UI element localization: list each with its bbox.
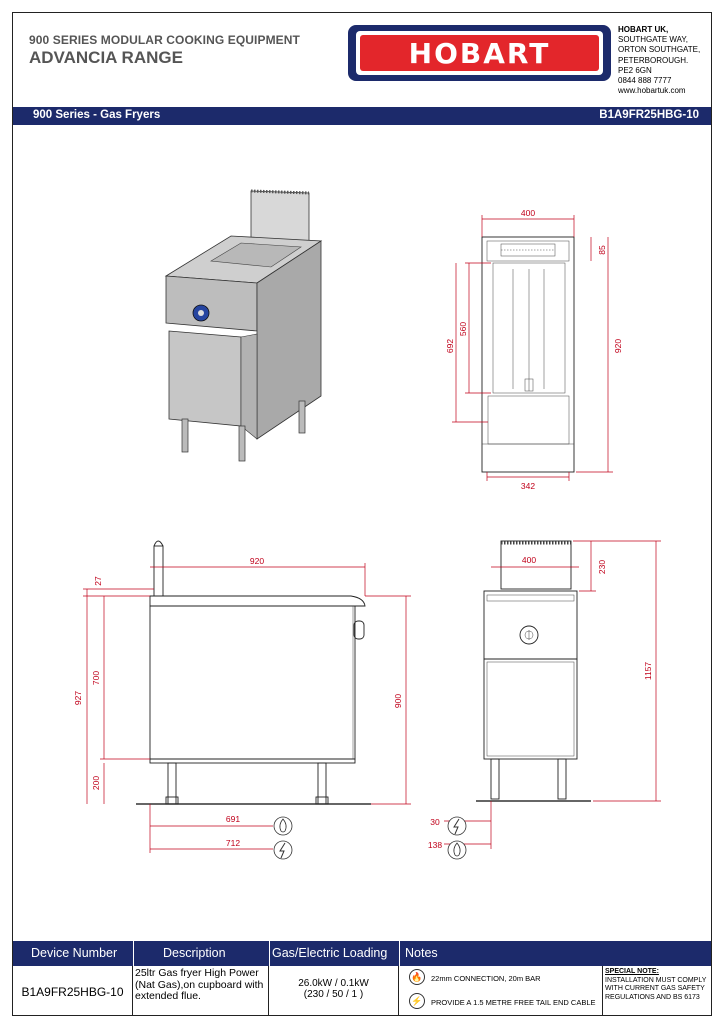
flame-icon [273, 816, 293, 836]
hobart-logo: HOBART [348, 25, 611, 81]
dim-side-width: 920 [250, 556, 264, 566]
special-text: INSTALLATION MUST COMPLY WITH CURRENT GA… [605, 976, 707, 1001]
header-notes: Notes [405, 946, 438, 960]
description-text: 25ltr Gas fryer High Power (Nat Gas),on … [133, 966, 269, 1015]
dim-side-top: 27 [93, 576, 103, 586]
dim-front-width: 400 [522, 555, 536, 565]
address-postcode: PE2 6GN [618, 65, 652, 75]
product-code: B1A9FR25HBG-10 [599, 109, 699, 121]
dim-side-height: 900 [393, 694, 403, 708]
dim-side-elec: 712 [226, 838, 240, 848]
spec-sheet: 900 SERIES MODULAR COOKING EQUIPMENT ADV… [12, 12, 712, 1016]
dim-plan-width: 400 [521, 208, 535, 218]
logo-text: HOBART [408, 36, 551, 70]
flame-icon: 🔥 [409, 969, 425, 985]
address-line: ORTON SOUTHGATE, [618, 45, 701, 55]
table-header: Device Number Description Gas/Electric L… [13, 941, 711, 966]
address-web: www.hobartuk.com [618, 86, 686, 96]
dim-front-gas: 138 [428, 840, 442, 850]
front-view: 400 230 1157 30 138 [428, 540, 661, 860]
dim-plan-bottom-width: 342 [521, 481, 535, 491]
dim-plan-inner: 560 [458, 322, 468, 336]
lightning-icon [273, 840, 293, 860]
company-address: HOBART UK, SOUTHGATE WAY, ORTON SOUTHGAT… [618, 25, 710, 96]
dim-front-elec: 30 [430, 817, 440, 827]
company-name: HOBART UK, [618, 25, 669, 34]
flame-icon [447, 840, 467, 860]
loading-power: 26.0kW / 0.1kW [298, 978, 369, 989]
address-phone: 0844 888 7777 [618, 76, 672, 86]
address-line: PETERBOROUGH. [618, 55, 689, 65]
dim-plan-depth-top: 85 [597, 245, 607, 255]
dim-side-total: 927 [73, 691, 83, 705]
dim-front-total: 1157 [643, 662, 653, 681]
dim-front-flue: 230 [597, 560, 607, 574]
note-gas: 22mm CONNECTION, 20m BAR [431, 974, 541, 983]
plan-view: 400 85 920 560 692 342 [445, 208, 623, 491]
dim-side-gas: 691 [226, 814, 240, 824]
header-loading: Gas/Electric Loading [272, 946, 388, 960]
table-row: B1A9FR25HBG-10 25ltr Gas fryer High Powe… [13, 966, 711, 1015]
address-line: SOUTHGATE WAY, [618, 35, 688, 45]
special-heading: SPECIAL NOTE: [605, 968, 659, 975]
note-electric: PROVIDE A 1.5 METRE FREE TAIL END CABLE [431, 998, 596, 1007]
device-number: B1A9FR25HBG-10 [13, 966, 133, 1015]
header-description: Description [163, 946, 226, 960]
notes-cell: 🔥 22mm CONNECTION, 20m BAR ⚡ PROVIDE A 1… [399, 966, 603, 1015]
dim-side-legs: 200 [91, 776, 101, 790]
side-view: 920 27 700 927 200 900 691 712 [73, 540, 411, 860]
lightning-icon [447, 816, 467, 836]
special-note: SPECIAL NOTE: INSTALLATION MUST COMPLY W… [603, 966, 711, 1015]
dim-plan-depth-total: 920 [613, 339, 623, 353]
loading-cell: 26.0kW / 0.1kW (230 / 50 / 1 ) [269, 966, 399, 1015]
dim-plan-outer: 692 [445, 339, 455, 353]
lightning-icon: ⚡ [409, 993, 425, 1009]
title-bar: 900 Series - Gas Fryers B1A9FR25HBG-10 [13, 107, 711, 125]
dim-side-body: 700 [91, 671, 101, 685]
isometric-view [164, 189, 323, 462]
range-title: ADVANCIA RANGE [29, 48, 183, 67]
product-category: 900 Series - Gas Fryers [33, 109, 161, 121]
technical-drawing: 400 85 920 560 692 342 [73, 189, 661, 860]
header-device: Device Number [31, 946, 118, 960]
series-title: 900 SERIES MODULAR COOKING EQUIPMENT [29, 33, 300, 47]
loading-supply: (230 / 50 / 1 ) [303, 989, 364, 1000]
